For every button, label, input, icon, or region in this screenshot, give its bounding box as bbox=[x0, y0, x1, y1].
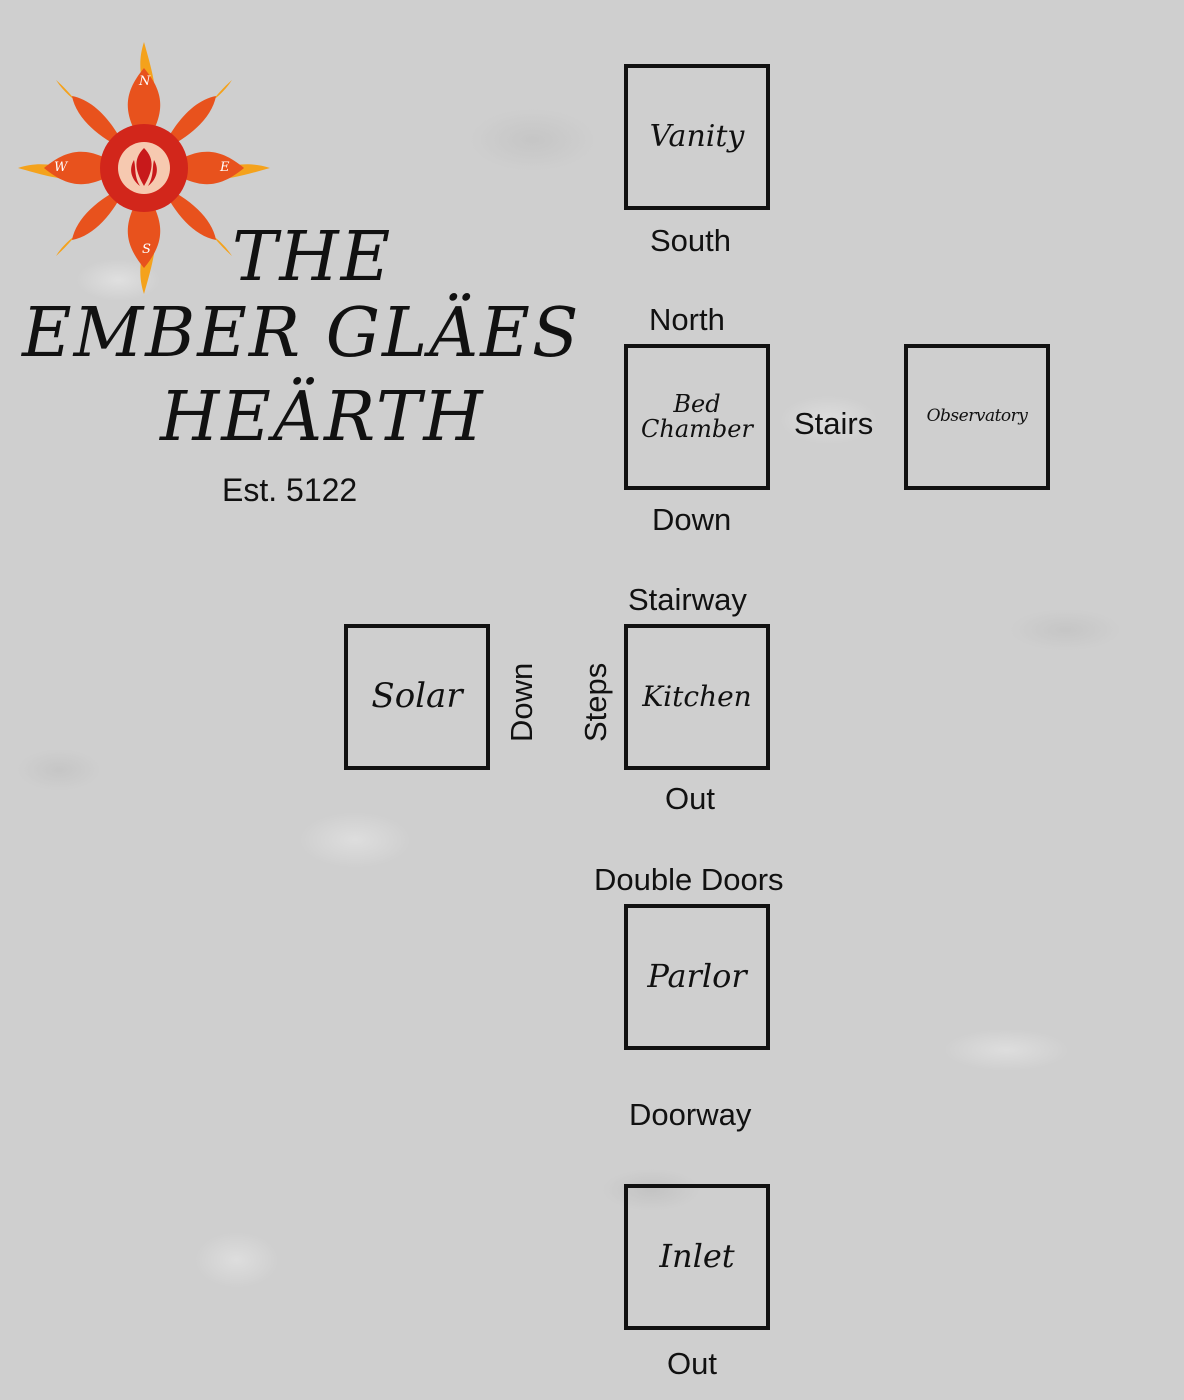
exit-label-bedchamber-down: Down bbox=[652, 502, 732, 537]
room-observatory[interactable]: Observatory bbox=[904, 344, 1050, 490]
room-kitchen[interactable]: Kitchen bbox=[624, 624, 770, 770]
compass-west-letter: W bbox=[54, 160, 68, 175]
exit-label-kitchen-steps: Steps bbox=[578, 662, 613, 742]
exit-label-parlor-doorway: Doorway bbox=[629, 1097, 752, 1132]
exit-label-parlor-double-doors: Double Doors bbox=[594, 862, 784, 897]
room-parlor-label: Parlor bbox=[647, 957, 747, 996]
room-vanity-label: Vanity bbox=[649, 119, 745, 155]
room-inlet[interactable]: Inlet bbox=[624, 1184, 770, 1330]
room-solar[interactable]: Solar bbox=[344, 624, 490, 770]
room-vanity[interactable]: Vanity bbox=[624, 64, 770, 210]
room-parlor[interactable]: Parlor bbox=[624, 904, 770, 1050]
exit-label-solar-down: Down bbox=[504, 662, 539, 742]
room-bedchamber[interactable]: Bed Chamber bbox=[624, 344, 770, 490]
title-ember-glaes: EMBER GLÄES bbox=[22, 294, 581, 373]
compass-north-letter: N bbox=[139, 74, 151, 89]
flame-compass-icon bbox=[18, 42, 270, 294]
compass-south-letter: S bbox=[142, 242, 151, 257]
room-inlet-label: Inlet bbox=[659, 1237, 735, 1276]
room-solar-label: Solar bbox=[371, 676, 463, 717]
title-the: THE bbox=[232, 218, 393, 297]
exit-label-kitchen-out: Out bbox=[665, 781, 715, 816]
room-bedchamber-label-line2: Chamber bbox=[641, 415, 753, 443]
room-observatory-label: Observatory bbox=[926, 406, 1028, 427]
established-date: Est. 5122 bbox=[222, 472, 358, 508]
exit-label-kitchen-stairway: Stairway bbox=[628, 582, 747, 617]
exit-label-bedchamber-stairs: Stairs bbox=[794, 406, 874, 441]
logo: N E S W bbox=[14, 38, 274, 298]
exit-label-vanity-south: South bbox=[650, 223, 732, 258]
compass-east-letter: E bbox=[220, 160, 230, 175]
exit-label-inlet-out: Out bbox=[667, 1346, 717, 1381]
room-kitchen-label: Kitchen bbox=[642, 680, 752, 714]
exit-label-bedchamber-north: North bbox=[649, 302, 725, 337]
title-hearth: HEÄRTH bbox=[160, 378, 485, 457]
room-bedchamber-label-line1: Bed bbox=[673, 389, 721, 418]
